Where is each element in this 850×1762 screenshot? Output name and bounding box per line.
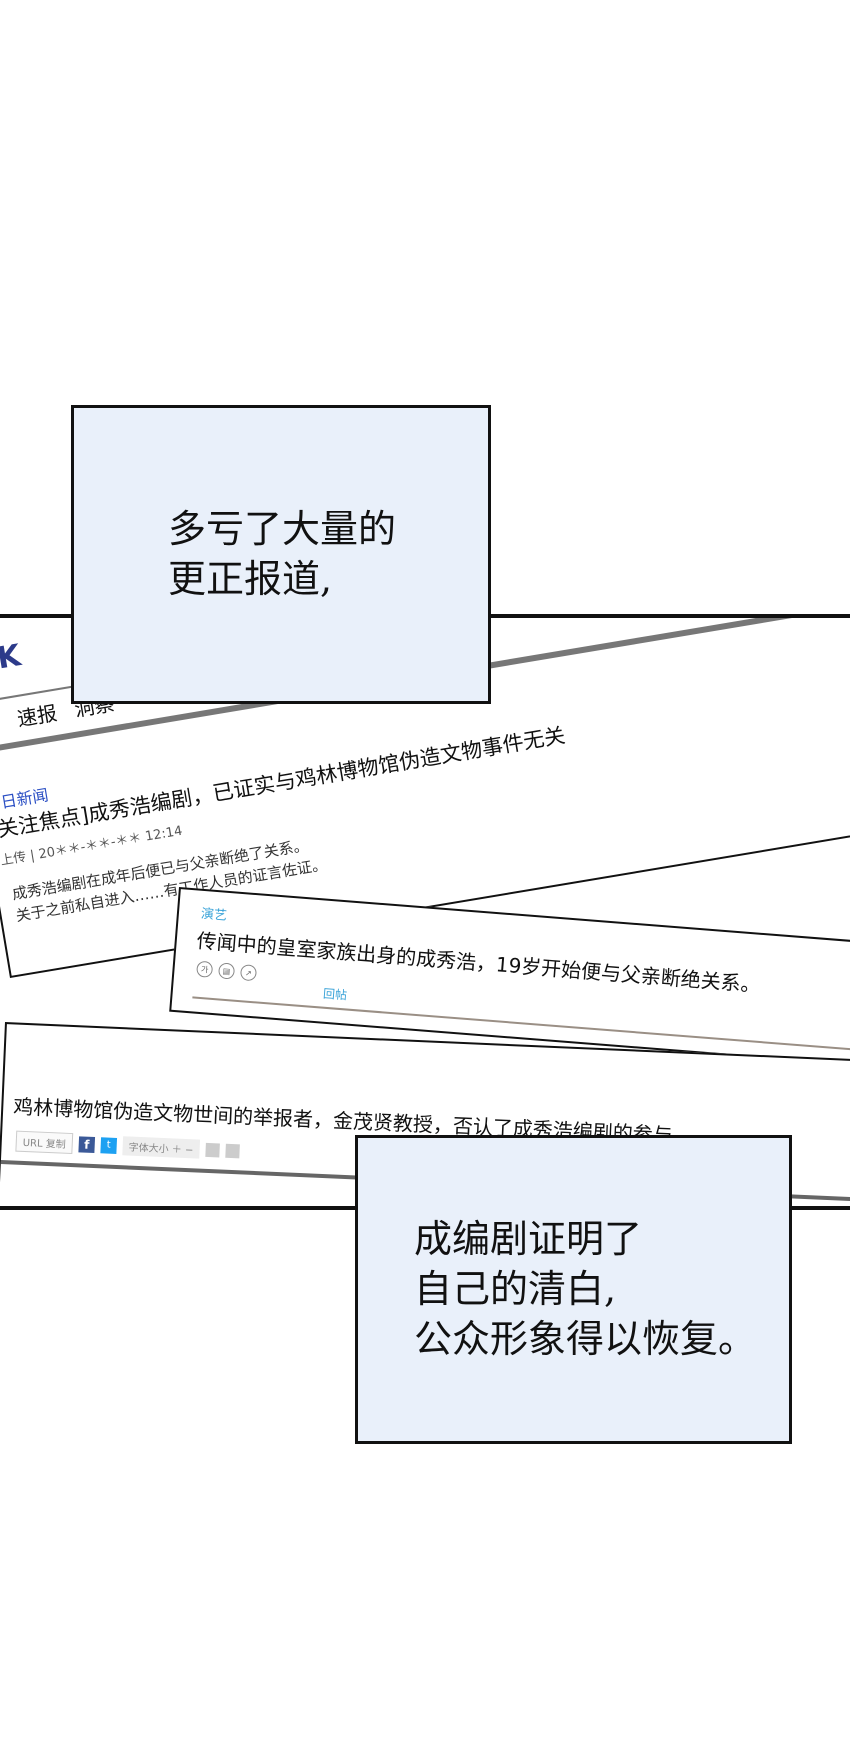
facebook-icon[interactable]: f xyxy=(78,1135,96,1153)
mail-icon[interactable] xyxy=(225,1143,240,1158)
nav-item-home[interactable]: 主页 xyxy=(0,706,2,741)
font-size-icon[interactable]: 가 xyxy=(196,960,214,978)
share-icon[interactable]: ↗ xyxy=(239,964,258,982)
article-headline: [关注焦点]成秀浩编剧，已证实与鸡林博物馆伪造文物事件无关 xyxy=(0,723,567,844)
print-icon[interactable] xyxy=(205,1142,220,1157)
narration-box: 成编剧证明了 自己的清白, 公众形象得以恢复。 xyxy=(355,1135,792,1444)
narration-text: 成编剧证明了 自己的清白, 公众形象得以恢复。 xyxy=(414,1217,757,1361)
article-category[interactable]: 演艺 xyxy=(200,906,228,924)
article-tools: 가 ▤ ↗ xyxy=(196,960,258,982)
font-size-control[interactable]: 字体大小 ＋ − xyxy=(122,1136,200,1159)
url-copy-button[interactable]: URL 复制 xyxy=(15,1130,74,1155)
site-logo: YKiK xyxy=(0,638,23,686)
print-icon[interactable]: ▤ xyxy=(217,962,236,980)
twitter-icon[interactable]: t xyxy=(100,1136,118,1154)
narration-text: 多亏了大量的 更正报道, xyxy=(168,507,397,601)
narration-box: 多亏了大量的 更正报道, xyxy=(71,405,491,704)
reply-link[interactable]: 回帖 xyxy=(322,986,348,1003)
nav-item-breaking[interactable]: 速报 xyxy=(15,700,59,732)
news-collage-panel: YKiK 主页 速报 洞察 今日新闻 [关注焦点]成秀浩编剧，已证实与鸡林博物馆… xyxy=(0,614,850,1210)
article-toolbar: URL 复制 f t 字体大小 ＋ − xyxy=(15,1130,240,1162)
article-headline: 传闻中的皇室家族出身的成秀浩，19岁开始便与父亲断绝关系。 xyxy=(195,928,762,997)
